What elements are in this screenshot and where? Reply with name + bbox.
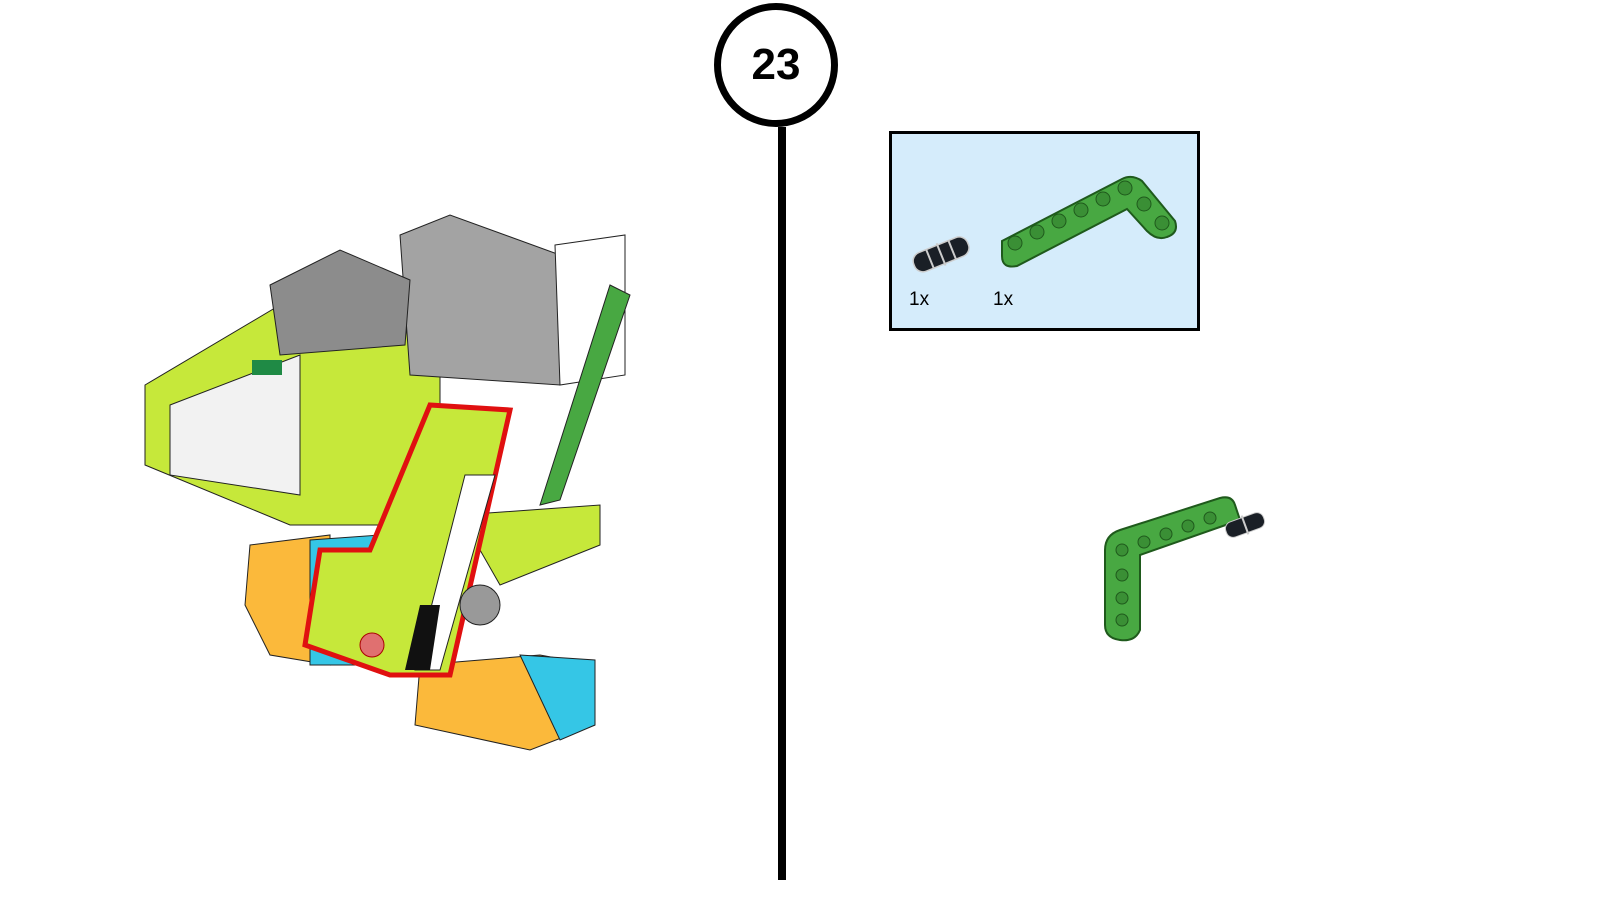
page-divider [778,127,786,880]
model-assembly-illustration [144,214,631,751]
part-quantity-pin: 1x [909,289,930,310]
l-beam-icon [1001,175,1177,268]
connector-pin-icon [912,236,970,273]
part-quantity-beam: 1x [993,289,1014,310]
step-number-badge: 23 [714,3,838,127]
step-number: 23 [751,40,801,89]
parts-list-box: 1x 1x [889,131,1200,331]
subassembly-beam-with-pin [1104,496,1266,642]
